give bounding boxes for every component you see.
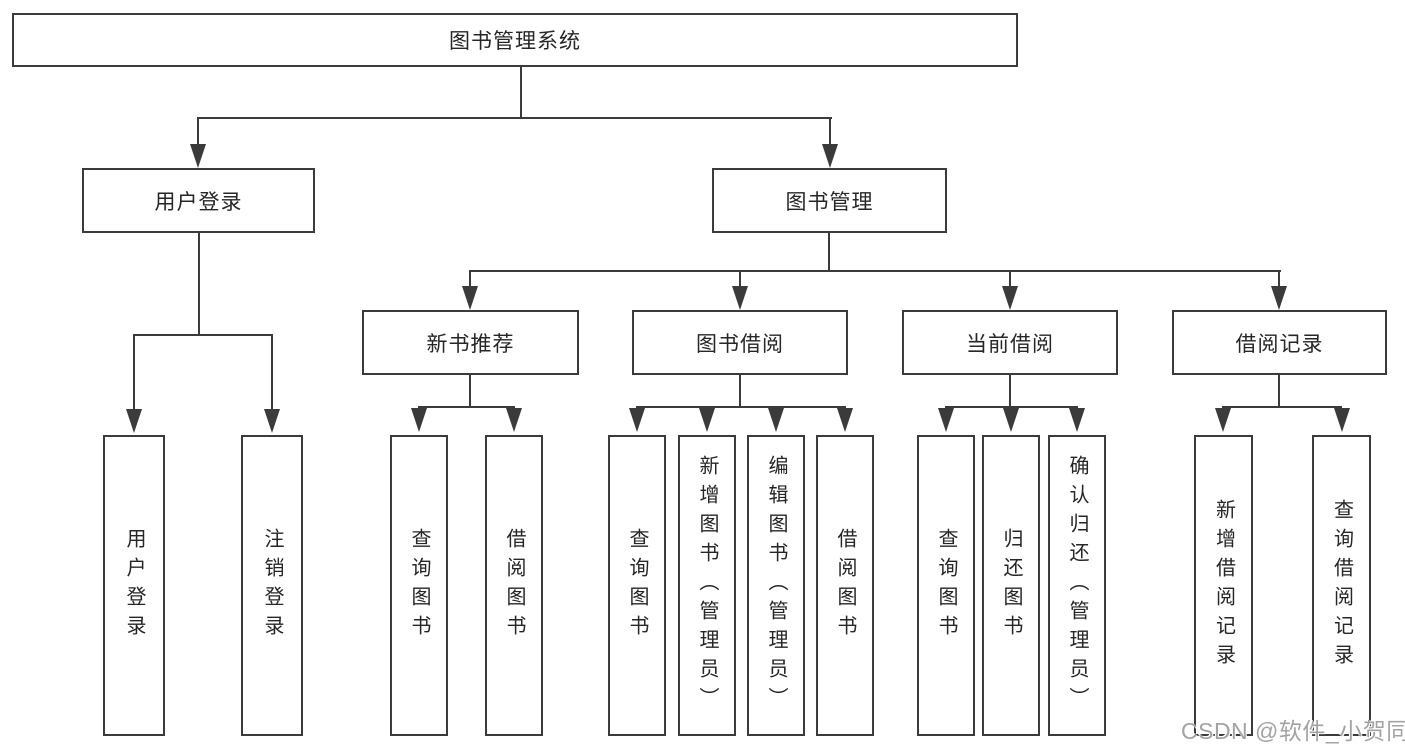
leaf-cb-confirm-return-admin-label: 确认归还（管理员） (1066, 455, 1088, 716)
leaf-bb-add-books-admin-label: 新增图书（管理员） (696, 455, 718, 716)
leaf-bb-add-books-admin: 新增图书（管理员） (678, 435, 736, 736)
connector-stem (1009, 375, 1011, 407)
leaf-cb-query-books: 查询图书 (917, 435, 975, 736)
node-new-book-recommend-label: 新书推荐 (426, 332, 515, 356)
node-user-login: 用户登录 (82, 168, 315, 233)
connector-stem (1278, 375, 1280, 407)
leaf-bb-query-books-label: 查询图书 (626, 527, 648, 644)
leaf-cb-return-books-label: 归还图书 (1000, 527, 1022, 644)
arrow-down-icon (1215, 408, 1231, 432)
node-book-management-label: 图书管理 (785, 190, 874, 214)
arrow-down-icon (506, 408, 522, 432)
leaf-nb-query-books-label: 查询图书 (408, 527, 430, 644)
node-user-login-label: 用户登录 (154, 190, 243, 214)
connector-hline (418, 406, 515, 408)
leaf-cb-confirm-return-admin: 确认归还（管理员） (1048, 435, 1106, 736)
connector-l2-hline (197, 117, 832, 119)
connector-l3-hline (469, 270, 1281, 272)
connector-hline (636, 406, 846, 408)
leaf-user-login: 用户登录 (103, 435, 165, 736)
leaf-bb-borrow-books-label: 借阅图书 (834, 527, 856, 644)
connector-drop (1278, 272, 1280, 286)
node-borrow-records-label: 借阅记录 (1235, 332, 1324, 356)
arrow-down-icon (938, 408, 954, 432)
leaf-br-query-record: 查询借阅记录 (1312, 435, 1371, 736)
node-root-label: 图书管理系统 (449, 30, 581, 53)
arrow-down-icon (1002, 286, 1018, 310)
node-root: 图书管理系统 (12, 13, 1018, 67)
arrow-down-icon (629, 408, 645, 432)
node-current-borrow-label: 当前借阅 (966, 332, 1054, 356)
arrow-down-icon (190, 144, 206, 168)
connector-user-login-stem (198, 233, 200, 335)
arrow-down-icon (822, 144, 838, 168)
leaf-logout: 注销登录 (241, 435, 303, 736)
arrow-down-icon (126, 409, 142, 433)
leaf-logout-label: 注销登录 (261, 527, 283, 644)
leaf-user-login-label: 用户登录 (123, 527, 145, 644)
connector-drop (469, 272, 471, 286)
arrow-down-icon (699, 408, 715, 432)
connector-stem (469, 375, 471, 407)
connector-user-login-hline (133, 334, 273, 336)
arrow-down-icon (732, 286, 748, 310)
arrow-down-icon (1003, 408, 1019, 432)
node-book-borrow-label: 图书借阅 (696, 332, 784, 356)
connector-drop (133, 336, 135, 409)
connector-hline (1222, 406, 1342, 408)
connector-drop (1009, 272, 1011, 286)
leaf-nb-borrow-books-label: 借阅图书 (503, 527, 525, 644)
watermark: CSDN @软件_小贺同学 (1181, 718, 1405, 744)
connector-user-login-drop (197, 119, 199, 144)
connector-drop (739, 272, 741, 286)
arrow-down-icon (1271, 286, 1287, 310)
leaf-cb-query-books-label: 查询图书 (935, 527, 957, 644)
leaf-nb-query-books: 查询图书 (390, 435, 448, 736)
node-current-borrow: 当前借阅 (902, 310, 1118, 375)
connector-book-mgmt-drop (829, 119, 831, 144)
arrow-down-icon (1069, 408, 1085, 432)
node-borrow-records: 借阅记录 (1172, 310, 1387, 375)
arrow-down-icon (837, 408, 853, 432)
leaf-bb-borrow-books: 借阅图书 (816, 435, 874, 736)
arrow-down-icon (462, 286, 478, 310)
leaf-br-add-record: 新增借阅记录 (1194, 435, 1253, 736)
node-new-book-recommend: 新书推荐 (362, 310, 579, 375)
arrow-down-icon (411, 408, 427, 432)
leaf-bb-edit-books-admin-label: 编辑图书（管理员） (765, 455, 787, 716)
arrow-down-icon (768, 408, 784, 432)
arrow-down-icon (1334, 408, 1350, 432)
node-book-borrow: 图书借阅 (632, 310, 848, 375)
connector-drop (271, 336, 273, 409)
leaf-bb-edit-books-admin: 编辑图书（管理员） (747, 435, 805, 736)
arrow-down-icon (264, 409, 280, 433)
leaf-nb-borrow-books: 借阅图书 (485, 435, 543, 736)
node-book-management: 图书管理 (712, 168, 947, 233)
leaf-cb-return-books: 归还图书 (982, 435, 1040, 736)
leaf-br-query-record-label: 查询借阅记录 (1330, 498, 1353, 673)
connector-hline (945, 406, 1078, 408)
leaf-bb-query-books: 查询图书 (608, 435, 666, 736)
connector-root-stem (520, 67, 522, 118)
leaf-br-add-record-label: 新增借阅记录 (1212, 498, 1235, 673)
connector-book-mgmt-stem (828, 233, 830, 271)
connector-stem (739, 375, 741, 407)
